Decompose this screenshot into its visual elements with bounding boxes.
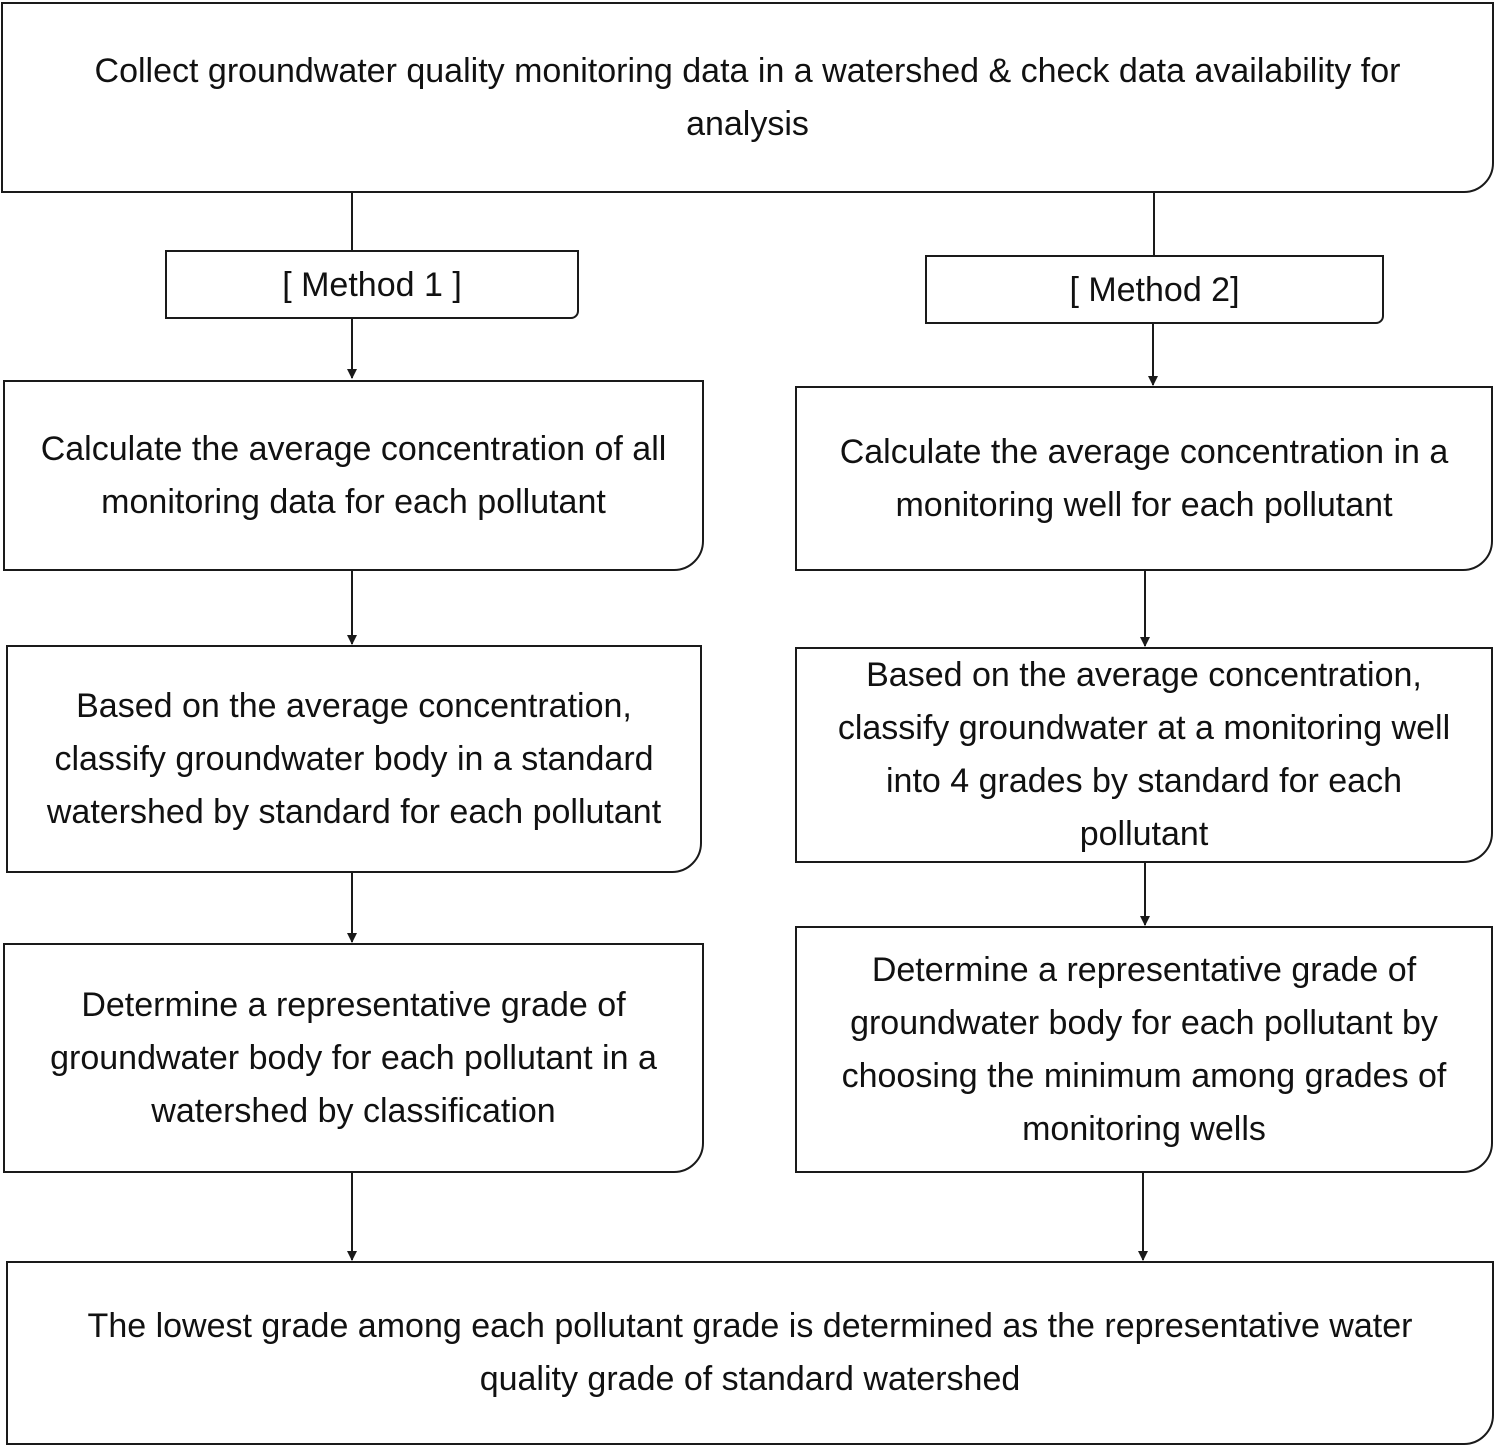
method1-label-box: [ Method 1 ]	[165, 250, 579, 319]
method2-label: [ Method 2]	[1069, 270, 1240, 309]
method2-step3-box: Determine a representative grade of grou…	[795, 926, 1493, 1173]
method2-step2-box: Based on the average concentration, clas…	[795, 647, 1493, 863]
method2-step2-text: Based on the average concentration, clas…	[837, 656, 1451, 853]
method2-step3-text: Determine a representative grade of grou…	[841, 950, 1447, 1148]
method2-step1-text: Calculate the average concentration in a…	[839, 432, 1449, 524]
method1-step3-box: Determine a representative grade of grou…	[3, 943, 704, 1173]
method1-step1-text: Calculate the average concentration of a…	[40, 429, 667, 521]
method1-step3-text: Determine a representative grade of grou…	[50, 985, 657, 1130]
method1-label: [ Method 1 ]	[282, 265, 462, 304]
final-box: The lowest grade among each pollutant gr…	[6, 1261, 1494, 1445]
method1-step2-text: Based on the average concentration, clas…	[46, 686, 662, 831]
final-text: The lowest grade among each pollutant gr…	[87, 1307, 1413, 1398]
method2-label-box: [ Method 2]	[925, 255, 1384, 324]
start-text: Collect groundwater quality monitoring d…	[94, 51, 1401, 143]
start-box: Collect groundwater quality monitoring d…	[1, 2, 1494, 193]
method1-step2-box: Based on the average concentration, clas…	[6, 645, 702, 873]
method2-step1-box: Calculate the average concentration in a…	[795, 386, 1493, 571]
method1-step1-box: Calculate the average concentration of a…	[3, 380, 704, 571]
